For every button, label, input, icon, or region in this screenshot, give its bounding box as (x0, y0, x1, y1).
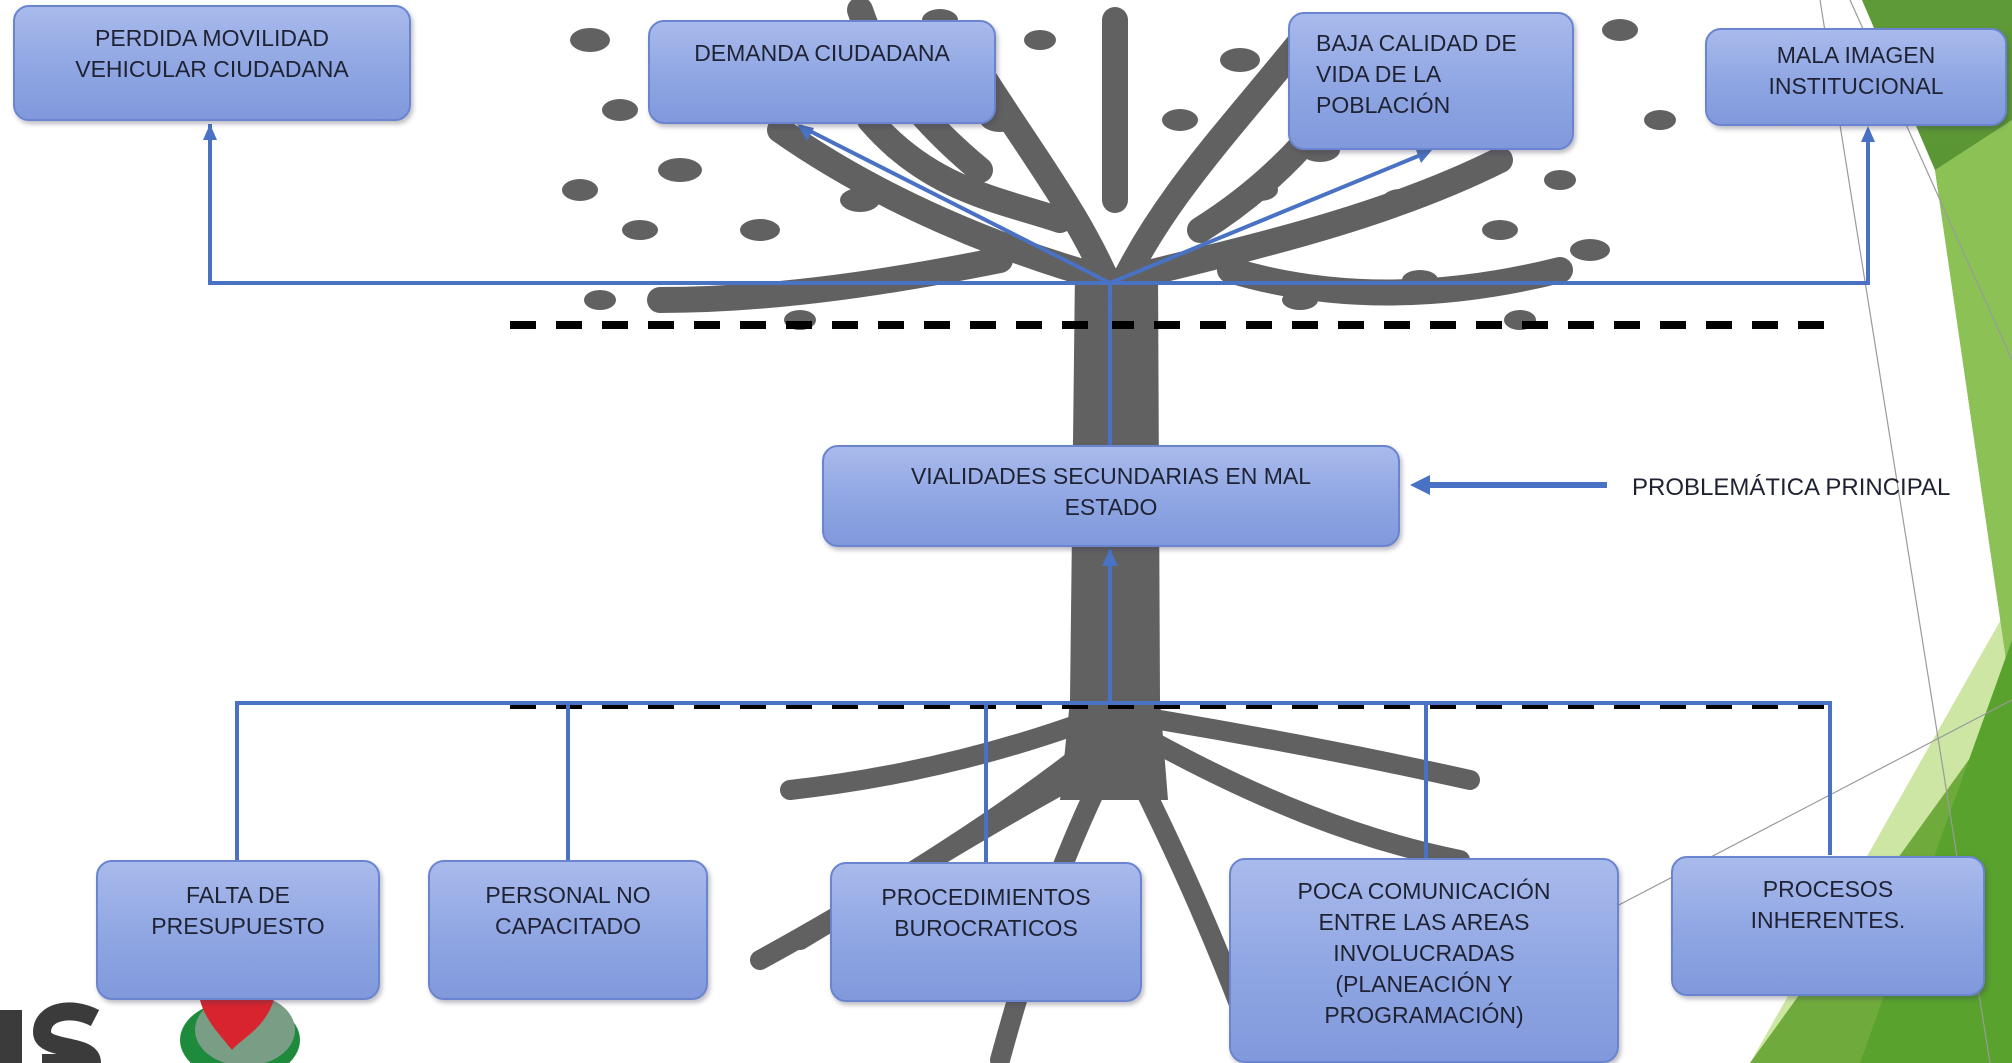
cause-personal-no-capacitado: PERSONAL NO CAPACITADO (428, 860, 708, 1000)
main-problem-label: PROBLEMÁTICA PRINCIPAL (1632, 474, 1951, 501)
effect-perdida-movilidad: PERDIDA MOVILIDAD VEHICULAR CIUDADANA (13, 5, 411, 121)
cause-poca-comunicacion: POCA COMUNICACIÓN ENTRE LAS AREAS INVOLU… (1229, 858, 1619, 1063)
cause-procedimientos: PROCEDIMIENTOS BUROCRATICOS (830, 862, 1142, 1002)
effect-baja-calidad: BAJA CALIDAD DE VIDA DE LA POBLACIÓN (1288, 12, 1574, 150)
effect-mala-imagen: MALA IMAGEN INSTITUCIONAL (1705, 28, 2007, 126)
connectors (208, 124, 1870, 862)
effect-demanda-ciudadana: DEMANDA CIUDADANA (648, 20, 996, 124)
main-problem-box: VIALIDADES SECUNDARIAS EN MAL ESTADO (822, 445, 1400, 547)
cause-falta-presupuesto: FALTA DE PRESUPUESTO (96, 860, 380, 1000)
arrowheads (203, 124, 1875, 566)
cause-procesos-inherentes: PROCESOS INHERENTES. (1671, 856, 1985, 996)
